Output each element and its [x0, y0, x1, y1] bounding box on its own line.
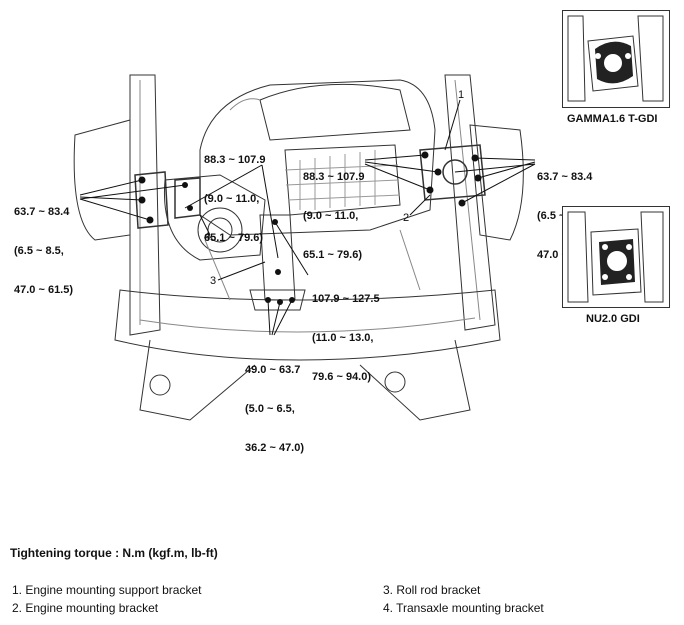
inset-caption-gamma: GAMMA1.6 T-GDI	[567, 113, 658, 125]
torque-label-center-right: 88.3 ~ 107.9 (9.0 ~ 11.0, 65.1 ~ 79.6)	[303, 145, 364, 275]
torque-roll-rod-lbft: 79.6 ~ 94.0)	[312, 371, 372, 383]
torque-left-nm: 63.7 ~ 83.4	[14, 206, 70, 218]
callout-3: 3	[210, 275, 217, 287]
torque-label-left: 63.7 ~ 83.4 (6.5 ~ 8.5, 47.0 ~ 61.5)	[14, 180, 73, 310]
torque-roll-rod-nm: 107.9 ~ 127.5	[312, 293, 380, 305]
torque-units-heading: Tightening torque : N.m (kgf.m, lb-ft)	[10, 546, 218, 560]
torque-center-right-lbft: 65.1 ~ 79.6)	[303, 249, 363, 261]
torque-label-center-left: 88.3 ~ 107.9 (9.0 ~ 11.0, 65.1 ~ 79.6)	[204, 128, 265, 258]
torque-right-nm: 63.7 ~ 83.4	[537, 171, 593, 183]
torque-label-roll-rod: 107.9 ~ 127.5 (11.0 ~ 13.0, 79.6 ~ 94.0)	[312, 267, 380, 397]
inset-nu-engine-mount	[562, 206, 670, 308]
torque-bottom-nm: 49.0 ~ 63.7	[245, 364, 301, 376]
torque-left-lbft: 47.0 ~ 61.5)	[14, 284, 74, 296]
legend-item-1: 1. Engine mounting support bracket	[12, 583, 202, 597]
inset-caption-nu: NU2.0 GDI	[586, 313, 640, 325]
torque-bottom-kgfm: (5.0 ~ 6.5,	[245, 403, 295, 415]
legend-item-4: 4. Transaxle mounting bracket	[383, 601, 544, 615]
inset-nu-drawing	[567, 211, 664, 303]
callout-2: 2	[403, 212, 410, 224]
torque-center-left-kgfm: (9.0 ~ 11.0,	[204, 193, 260, 205]
torque-left-kgfm: (6.5 ~ 8.5,	[14, 245, 64, 257]
torque-label-bottom: 49.0 ~ 63.7 (5.0 ~ 6.5, 36.2 ~ 47.0)	[245, 338, 304, 468]
torque-roll-rod-kgfm: (11.0 ~ 13.0,	[312, 332, 374, 344]
torque-center-right-nm: 88.3 ~ 107.9	[303, 171, 365, 183]
legend-item-3: 3. Roll rod bracket	[383, 583, 481, 597]
torque-center-right-kgfm: (9.0 ~ 11.0,	[303, 210, 359, 222]
callout-4: 4	[204, 231, 211, 243]
inset-gamma-engine-mount	[562, 10, 670, 108]
legend-item-2: 2. Engine mounting bracket	[12, 601, 159, 615]
callout-1: 1	[458, 89, 465, 101]
torque-bottom-lbft: 36.2 ~ 47.0)	[245, 442, 305, 454]
inset-gamma-drawing	[567, 15, 664, 102]
torque-center-left-lbft: 65.1 ~ 79.6)	[204, 232, 264, 244]
torque-center-left-nm: 88.3 ~ 107.9	[204, 154, 266, 166]
